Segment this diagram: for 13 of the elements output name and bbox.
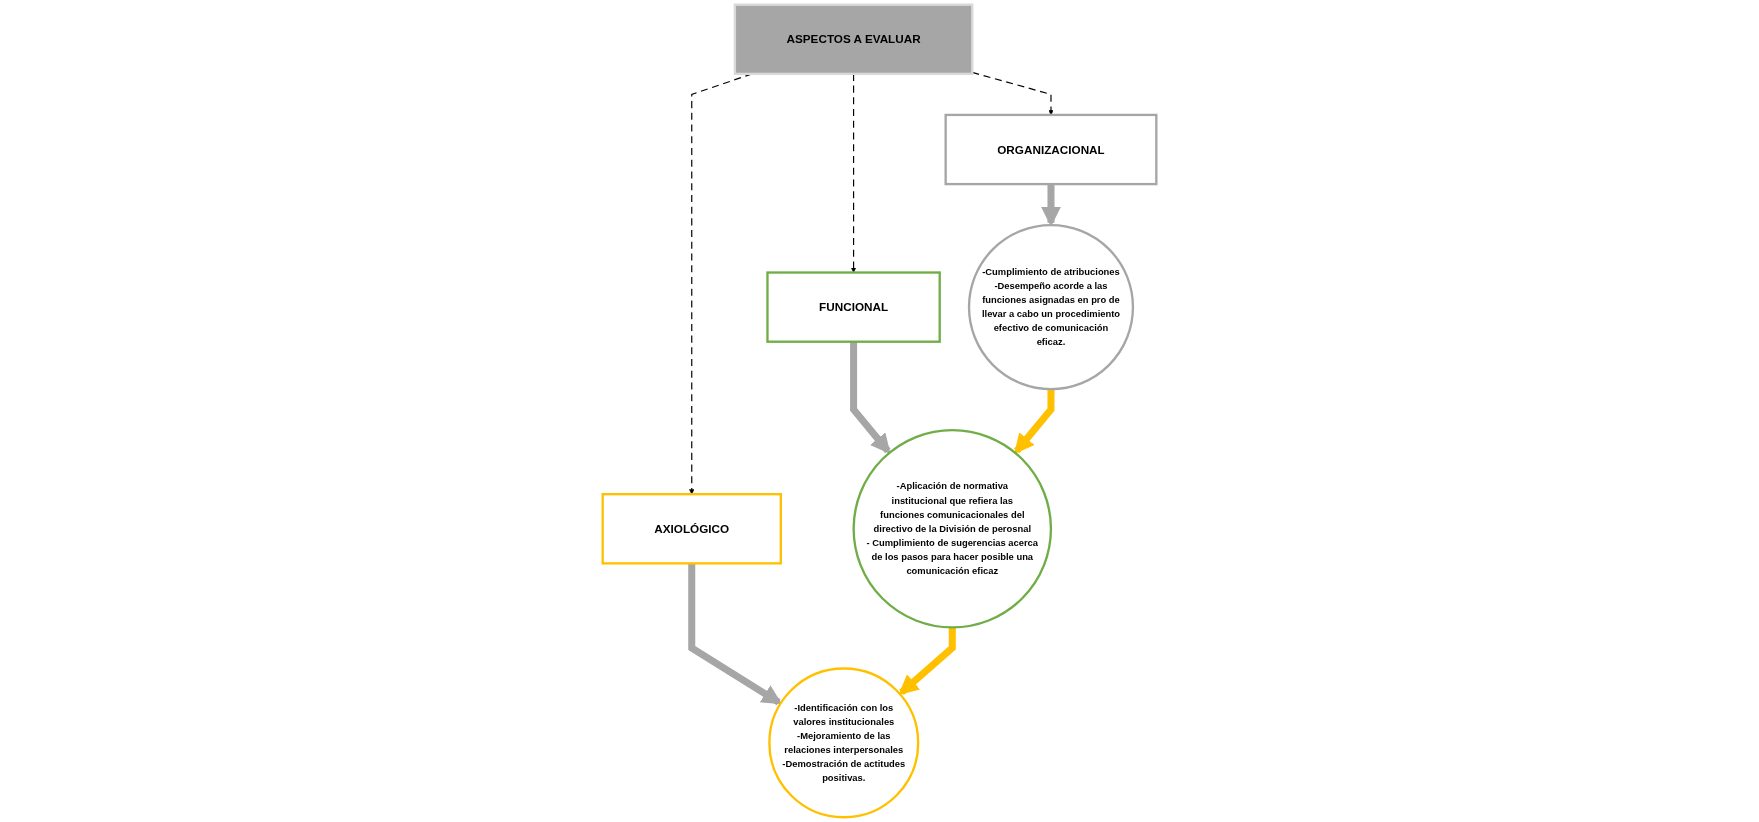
node-box: AXIOLÓGICO — [601, 493, 782, 565]
arrow — [898, 627, 956, 695]
node-box: ORGANIZACIONAL — [944, 113, 1158, 186]
node-circle: -Aplicación de normativa institucional que refiera las funciones comunicacionales del directivo de la División de perosnal - Cumplimiento de sugerencias acerca de los pasos para hacer posible una comunicación eficaz — [852, 428, 1053, 629]
arrow — [851, 73, 857, 273]
arrow — [688, 563, 783, 706]
node-box: ASPECTOS A EVALUAR — [733, 3, 974, 76]
arrow — [850, 341, 891, 455]
arrow — [1014, 389, 1055, 455]
node-box: FUNCIONAL — [766, 271, 941, 343]
node-circle: -Cumplimiento de atribuciones -Desempeño acorde a las funciones asignadas en pro de llevar a cabo un procedimiento efectivo de comunicación eficaz. — [967, 223, 1135, 391]
arrow — [1041, 184, 1061, 227]
node-circle: -Identificación con los valores institucionales -Mejoramiento de las relaciones interpersonales -Demostración de actitudes positivas. — [768, 667, 920, 819]
